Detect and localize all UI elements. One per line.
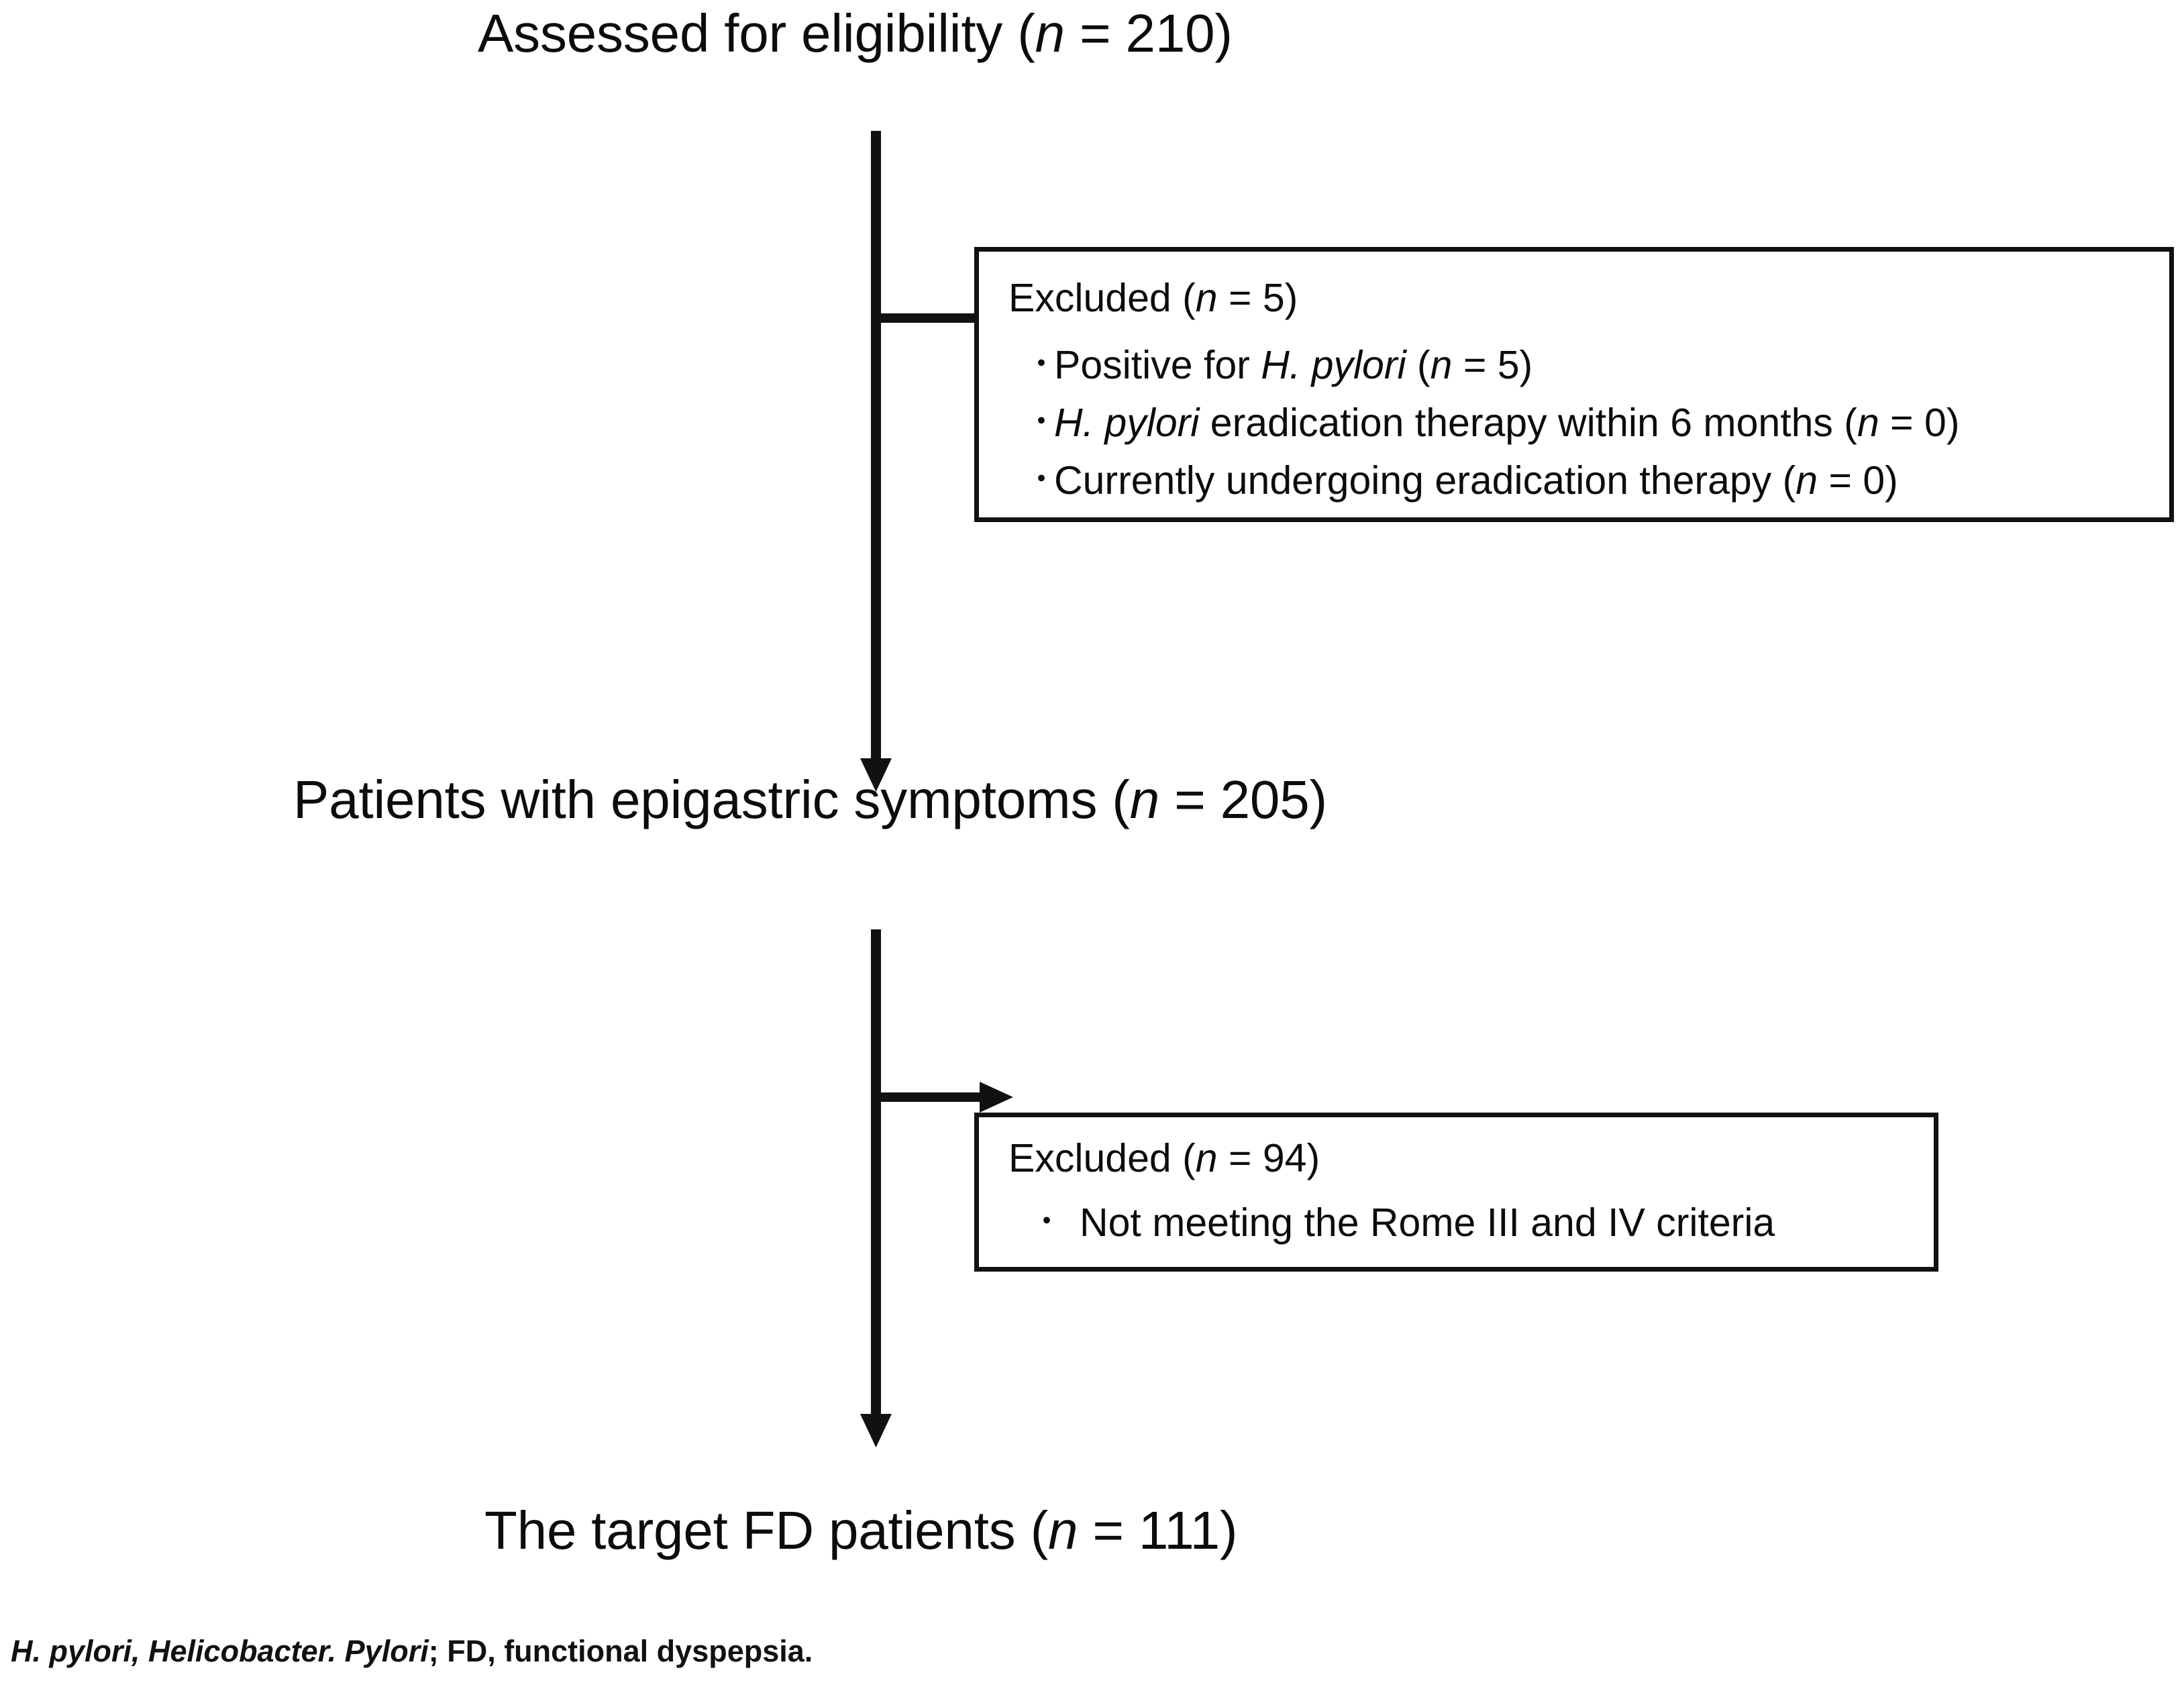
node-assessed-label-n: n (1035, 3, 1065, 63)
node-assessed-label-prefix: Assessed for eligibility ( (478, 3, 1035, 63)
node-epigastric-label-n: n (1129, 770, 1160, 829)
footnote-italic-part: H. pylori, Helicobacter. Pylori (11, 1634, 429, 1668)
node-target-label-suffix: = 111) (1078, 1500, 1238, 1560)
node-assessed-label-suffix: = 210) (1064, 3, 1233, 63)
bullet-icon: ・ (1031, 1204, 1062, 1239)
bullet-icon: ・ (1026, 346, 1057, 381)
figure-footnote: H. pylori, Helicobacter. Pylori; FD, fun… (11, 1636, 813, 1666)
exclusion-box-2-heading: Excluded (n = 94) (1008, 1139, 1320, 1178)
node-target-label-prefix: The target FD patients ( (484, 1500, 1049, 1560)
bullet-icon: ・ (1026, 404, 1057, 439)
footnote-rest: ; FD, functional dyspepsia. (428, 1634, 813, 1668)
exclusion-box-1-heading-prefix: Excluded ( (1008, 276, 1196, 320)
exclusion-box-2-list: ・ Not meeting the Rome III and IV criter… (979, 1203, 1934, 1243)
exclusion-item-label: Not meeting the Rome III and IV criteria (1080, 1200, 1775, 1245)
node-target-label-n: n (1048, 1500, 1078, 1560)
bullet-icon: ・ (1026, 462, 1057, 497)
exclusion-item: ・ Currently undergoing eradication thera… (979, 461, 2169, 501)
exclusion-item-label: H. pylori eradication therapy within 6 m… (1054, 401, 1960, 445)
node-assessed-for-eligibility: Assessed for eligibility (n = 210) (478, 7, 1233, 60)
exclusion-item: ・ Positive for H. pylori (n = 5) (979, 346, 2169, 385)
exclusion-box-1-heading: Excluded (n = 5) (1008, 278, 1298, 318)
exclusion-box-1-heading-n: n (1195, 276, 1218, 320)
exclusion-item-label: Positive for H. pylori (n = 5) (1054, 343, 1533, 387)
node-epigastric-label-prefix: Patients with epigastric symptoms ( (293, 770, 1130, 829)
exclusion-item-label: Currently undergoing eradication therapy… (1054, 458, 1898, 503)
node-patients-with-epigastric-symptoms: Patients with epigastric symptoms (n = 2… (293, 773, 1327, 827)
exclusion-box-1-heading-suffix: = 5) (1217, 276, 1298, 320)
exclusion-box-2-heading-prefix: Excluded ( (1008, 1136, 1196, 1180)
exclusion-box-2-heading-suffix: = 94) (1217, 1136, 1320, 1180)
exclusion-item: ・ H. pylori eradication therapy within 6… (979, 403, 2169, 443)
exclusion-box-1: Excluded (n = 5) ・ Positive for H. pylor… (974, 247, 2174, 522)
exclusion-box-2-heading-n: n (1195, 1136, 1218, 1180)
node-target-fd-patients: The target FD patients (n = 111) (484, 1504, 1238, 1557)
exclusion-item: ・ Not meeting the Rome III and IV criter… (979, 1203, 1934, 1243)
node-epigastric-label-suffix: = 205) (1159, 770, 1327, 829)
exclusion-box-1-list: ・ Positive for H. pylori (n = 5) ・ H. py… (979, 346, 2169, 519)
connector-epigastric-to-target (860, 929, 1013, 1447)
exclusion-box-2: Excluded (n = 94) ・ Not meeting the Rome… (974, 1113, 1938, 1272)
